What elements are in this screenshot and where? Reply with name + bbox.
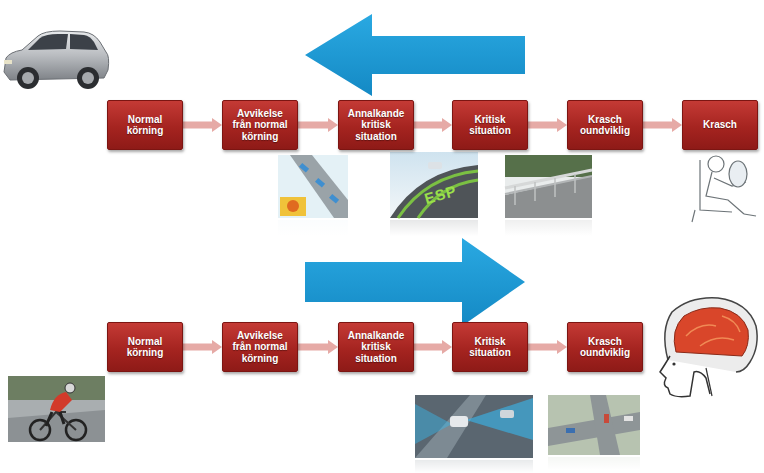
flow-arrow (298, 344, 338, 351)
process-box: Krasch (682, 100, 758, 150)
process-box: Kritisk situation (452, 100, 528, 150)
box-text: Normal körning (112, 114, 178, 137)
process-box: Krasch oundviklig (567, 322, 643, 372)
radar-sensing-image (415, 395, 533, 473)
flow-arrow (183, 122, 222, 129)
crash-dummy-sketch (692, 156, 756, 222)
process-box: Avvikelse från normal körning (222, 100, 298, 150)
box-text: Annalkande kritisk situation (343, 108, 409, 143)
flow-arrow (643, 122, 682, 129)
process-box: Normal körning (107, 100, 183, 150)
box-text: Kritisk situation (457, 114, 523, 137)
box-text: Avvikelse från normal körning (227, 330, 293, 365)
flow-arrow (414, 344, 452, 351)
box-text: Normal körning (112, 336, 178, 359)
box-text: Kritisk situation (457, 336, 523, 359)
process-box: Annalkande kritisk situation (338, 322, 414, 372)
box-text: Krasch oundviklig (572, 336, 638, 359)
process-box: Krasch oundviklig (567, 100, 643, 150)
flow-arrow (528, 122, 567, 129)
esp-road-image (390, 152, 478, 236)
direction-arrow (305, 14, 525, 96)
box-text: Krasch oundviklig (572, 114, 638, 137)
flow-arrow (414, 122, 452, 129)
flow-arrow (528, 344, 567, 351)
intersection-image (548, 395, 640, 470)
box-text: Krasch (703, 119, 737, 131)
cyclist-photo (8, 376, 105, 442)
helmet-head-illustration (660, 298, 757, 397)
flow-arrow (183, 344, 222, 351)
process-box: Kritisk situation (452, 322, 528, 372)
guardrail-image (505, 155, 592, 236)
process-box: Annalkande kritisk situation (338, 100, 414, 150)
road-marking-label: ESP (422, 182, 458, 207)
process-box: Avvikelse från normal körning (222, 322, 298, 372)
lane-change-image (278, 155, 348, 236)
box-text: Avvikelse från normal körning (227, 108, 293, 143)
process-box: Normal körning (107, 322, 183, 372)
box-text: Annalkande kritisk situation (343, 330, 409, 365)
car-illustration (4, 31, 109, 89)
direction-arrow (305, 238, 525, 326)
flow-arrow (298, 122, 338, 129)
